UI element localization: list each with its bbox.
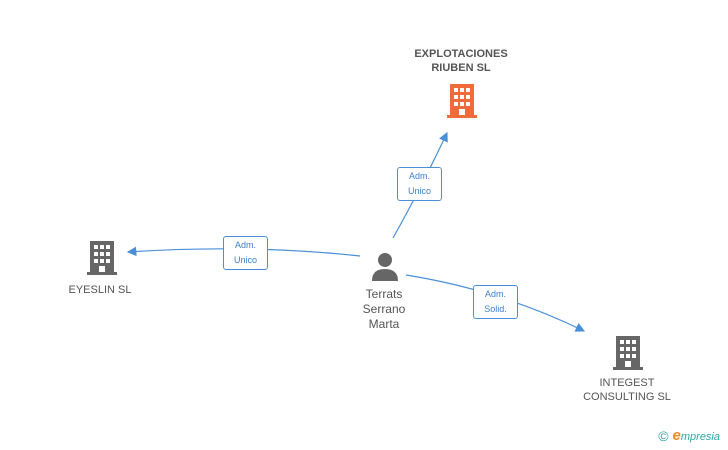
person-icon[interactable]	[370, 251, 400, 281]
explotaciones-name-line1: EXPLOTACIONES	[414, 48, 508, 60]
person-name-line2: Serrano	[362, 302, 406, 316]
brand-initial: e	[672, 427, 681, 444]
integest-name: INTEGEST CONSULTING SL	[572, 376, 682, 404]
person-name-line1: Terrats	[365, 287, 403, 301]
edge-label-explotaciones[interactable]: Adm. Unico	[397, 167, 442, 201]
person-name: Terrats Serrano Marta	[345, 287, 423, 332]
explotaciones-name-line2: RIUBEN SL	[431, 62, 491, 74]
integest-name-line2: CONSULTING SL	[583, 391, 671, 403]
brand-footer[interactable]: © empresia	[658, 427, 720, 444]
edge-label-eyeslin[interactable]: Adm. Unico	[223, 236, 268, 270]
person-name-line3: Marta	[368, 317, 400, 331]
building-icon[interactable]	[86, 241, 118, 275]
edge-label-line2: Unico	[233, 255, 257, 265]
brand-name: mpresia	[680, 431, 720, 443]
edge-label-integest[interactable]: Adm. Solid.	[473, 285, 518, 319]
building-icon[interactable]	[612, 336, 644, 370]
brand-logo: empresia	[673, 427, 720, 444]
edge-label-line1: Adm.	[484, 289, 506, 299]
explotaciones-name: EXPLOTACIONES RIUBEN SL	[400, 47, 522, 75]
building-icon[interactable]	[446, 84, 478, 118]
copyright-symbol: ©	[658, 427, 669, 444]
edge-label-line2: Unico	[407, 186, 431, 196]
edge-label-line1: Adm.	[408, 171, 430, 181]
edge-label-line1: Adm.	[234, 240, 256, 250]
edge-label-line2: Solid.	[484, 304, 507, 314]
eyeslin-name: EYESLIN SL	[68, 284, 132, 296]
integest-name-line1: INTEGEST	[599, 377, 655, 389]
